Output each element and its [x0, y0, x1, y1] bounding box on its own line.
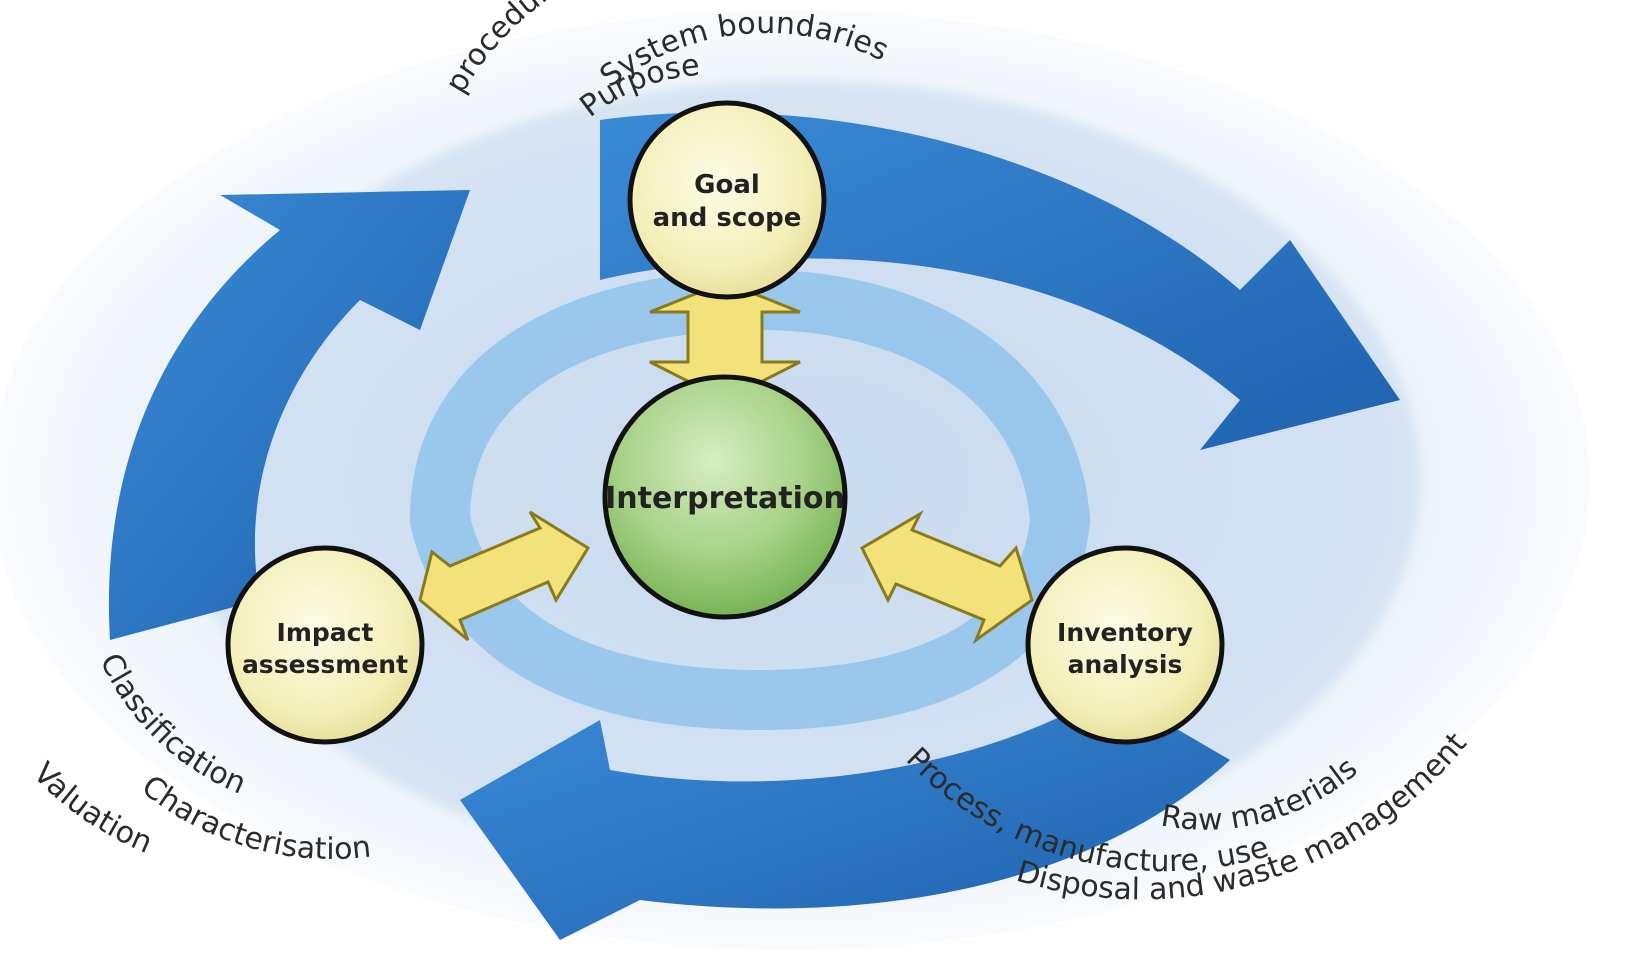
- impact-title-line1: Impact: [277, 618, 374, 647]
- inventory-title-line1: Inventory: [1057, 618, 1193, 647]
- node-goal-and-scope: Goal and scope: [627, 100, 827, 300]
- cycle-arrow-bottom: [460, 690, 1230, 940]
- impact-title-line2: assessment: [242, 650, 408, 679]
- label-valuation: Valuation: [26, 756, 157, 861]
- node-inventory-analysis: Inventory analysis: [1025, 545, 1225, 745]
- link-arrow-inventory: [860, 510, 1034, 645]
- link-arrows: [418, 280, 1034, 645]
- cycle-arrow-left: [108, 190, 470, 640]
- node-interpretation: Interpretation: [602, 374, 848, 620]
- goal-title-line2: and scope: [653, 203, 802, 233]
- interpretation-title: Interpretation: [605, 481, 845, 516]
- link-arrow-impact: [418, 510, 591, 642]
- inventory-title-line2: analysis: [1068, 650, 1183, 679]
- node-impact-assessment: Impact assessment: [225, 545, 425, 745]
- svg-text:Valuation: Valuation: [26, 756, 157, 861]
- goal-title-line1: Goal: [694, 170, 760, 200]
- inner-ring: [409, 269, 1091, 731]
